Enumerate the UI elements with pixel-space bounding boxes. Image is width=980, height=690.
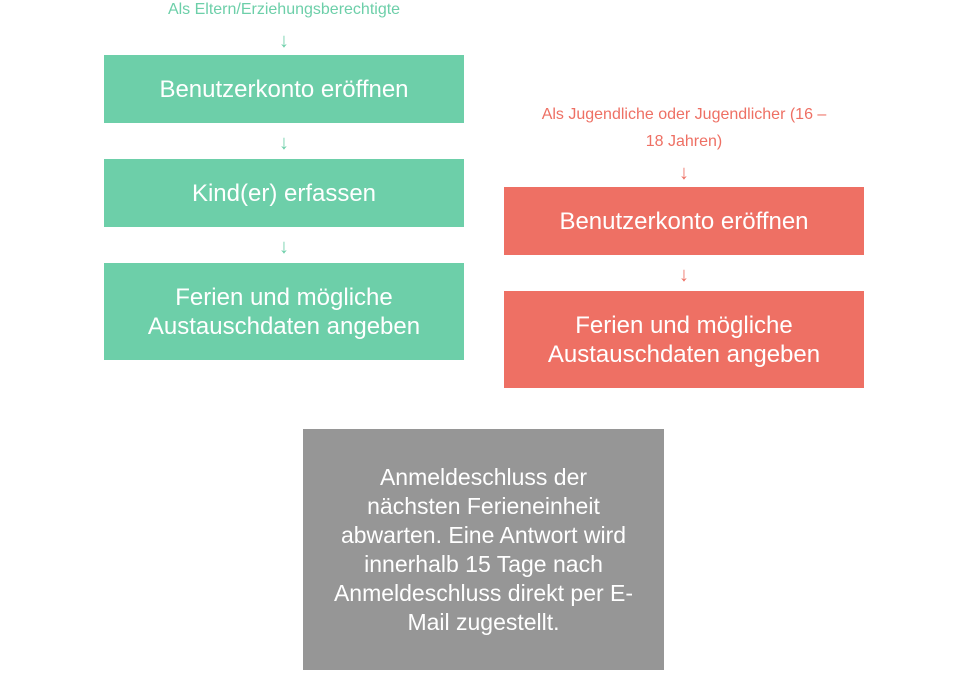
arrow-down-icon: ↓ bbox=[679, 264, 689, 286]
youth-flow-heading-line2: 18 Jahren) bbox=[645, 133, 723, 150]
arrow-down-icon: ↓ bbox=[279, 30, 289, 52]
parents-flow-heading: Als Eltern/Erziehungsberechtigte bbox=[167, 1, 401, 18]
arrow-down-icon: ↓ bbox=[279, 132, 289, 154]
parents-step-enter-holidays: Ferien und mögliche Austauschdaten angeb… bbox=[104, 263, 464, 360]
youth-step-create-account: Benutzerkonto eröffnen bbox=[504, 187, 864, 255]
youth-flow-heading-line1: Als Jugendliche oder Jugendlicher (16 – bbox=[541, 106, 827, 123]
youth-step-enter-holidays: Ferien und mögliche Austauschdaten angeb… bbox=[504, 291, 864, 388]
arrow-down-icon: ↓ bbox=[279, 236, 289, 258]
arrow-down-icon: ↓ bbox=[679, 162, 689, 184]
parents-step-add-children: Kind(er) erfassen bbox=[104, 159, 464, 227]
final-step-await-deadline: Anmeldeschluss der nächsten Ferieneinhei… bbox=[303, 429, 664, 670]
parents-step-create-account: Benutzerkonto eröffnen bbox=[104, 55, 464, 123]
